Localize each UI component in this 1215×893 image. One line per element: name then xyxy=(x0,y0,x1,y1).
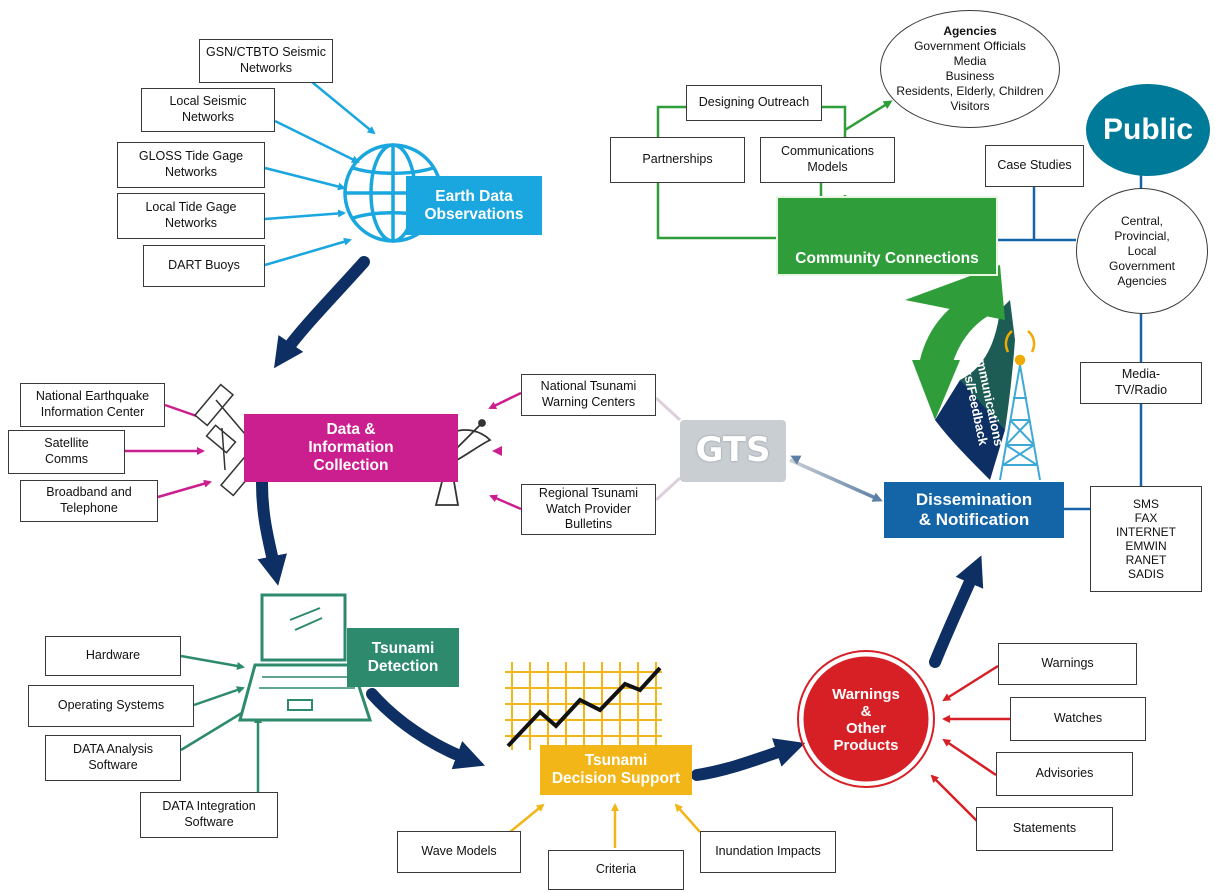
data-information-collection-title: Data & Information Collection xyxy=(244,414,458,482)
gts-badge xyxy=(680,420,786,482)
gts-label: GTS xyxy=(695,430,771,471)
gts-dissemination-arrow xyxy=(789,455,883,502)
tsunami-decision-support-title: Tsunami Decision Support xyxy=(540,745,692,795)
warning-type-advisories: Advisories xyxy=(996,752,1133,796)
detection-arrows xyxy=(180,654,262,792)
community-case-studies: Case Studies xyxy=(985,145,1084,187)
agencies-item: Government Officials xyxy=(914,39,1026,53)
earth-data-observations-title: Earth Data Observations xyxy=(406,176,542,235)
warnings-badge xyxy=(797,650,935,788)
community-designing-outreach: Designing Outreach xyxy=(686,85,822,121)
public-badge xyxy=(1086,84,1210,176)
warning-arrows xyxy=(930,664,1010,827)
decision-input-wave-models: Wave Models xyxy=(397,831,521,873)
agencies-title: Agencies xyxy=(943,24,997,38)
obs-input-local-tide: Local Tide Gage Networks xyxy=(117,193,265,239)
community-partnerships: Partnerships xyxy=(610,137,745,183)
detection-input-os: Operating Systems xyxy=(28,685,194,727)
warning-type-statements: Statements xyxy=(976,807,1113,851)
agencies-item: Media xyxy=(953,54,987,68)
detection-input-hardware: Hardware xyxy=(45,636,181,676)
laptop-icon xyxy=(238,593,373,722)
gts-input-regional-watch: Regional Tsunami Watch Provider Bulletin… xyxy=(521,484,656,535)
obs-input-gloss: GLOSS Tide Gage Networks xyxy=(117,142,265,188)
gts-input-national-warning: National Tsunami Warning Centers xyxy=(521,374,656,416)
collection-input-neic: National Earthquake Information Center xyxy=(20,383,165,427)
channels-list: SMS FAX INTERNET EMWIN RANET SADIS xyxy=(1090,486,1202,592)
decision-input-criteria: Criteria xyxy=(548,850,684,890)
warning-type-watches: Watches xyxy=(1010,697,1146,741)
community-communications-models: Communications Models xyxy=(760,137,895,183)
agencies-item: Residents, Elderly, Children xyxy=(896,84,1044,98)
media-tv-radio: Media- TV/Radio xyxy=(1080,362,1202,404)
public-title: Public xyxy=(1102,112,1193,146)
main-flow-arrows xyxy=(256,256,984,781)
communications-links-arrow xyxy=(905,265,1015,480)
decision-chart-icon xyxy=(505,662,662,750)
decision-arrows xyxy=(509,803,701,848)
obs-input-gsn: GSN/CTBTO Seismic Networks xyxy=(199,39,333,83)
signal-waves-icon xyxy=(1004,330,1036,366)
agencies-oval: Agencies Government Officials Media Busi… xyxy=(880,10,1060,128)
tsunami-detection-title: Tsunami Detection xyxy=(347,628,459,687)
detection-input-analysis: DATA Analysis Software xyxy=(45,735,181,781)
obs-input-dart: DART Buoys xyxy=(143,245,265,287)
radio-tower-icon xyxy=(999,364,1041,481)
agencies-item: Business xyxy=(945,69,995,83)
warnings-other-products-title: Warnings & Other Products xyxy=(832,685,900,755)
dissemination-notification-title: Dissemination & Notification xyxy=(884,482,1064,538)
warning-type-warnings: Warnings xyxy=(998,643,1137,685)
collection-input-broadband: Broadband and Telephone xyxy=(20,480,158,522)
observation-arrows xyxy=(264,81,376,267)
obs-input-local-seismic: Local Seismic Networks xyxy=(141,88,275,132)
detection-input-integration: DATA Integration Software xyxy=(140,792,278,838)
collection-arrows xyxy=(125,391,682,511)
agencies-item: Visitors xyxy=(950,99,990,113)
community-connections-title: Community Connections xyxy=(776,196,998,276)
decision-input-inundation: Inundation Impacts xyxy=(700,831,836,873)
collection-input-satellite: Satellite Comms xyxy=(8,430,125,474)
government-agencies-oval: Central, Provincial, Local Government Ag… xyxy=(1076,188,1208,314)
